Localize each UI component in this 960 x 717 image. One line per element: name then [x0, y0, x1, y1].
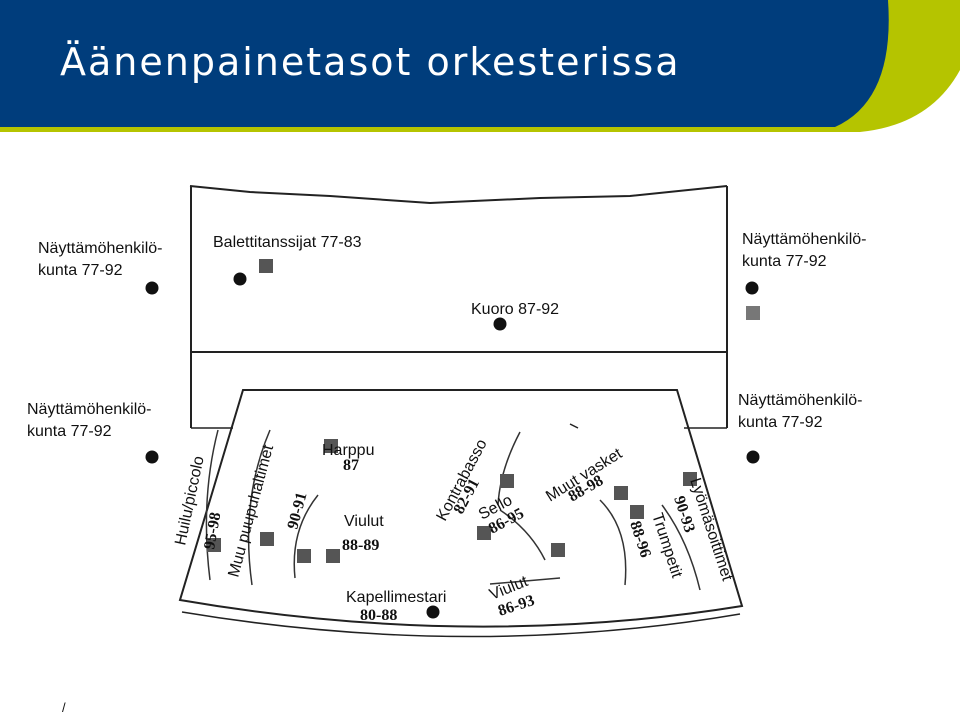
pit-left-crew-label-2: kunta 77-92 — [27, 423, 112, 440]
section-line-violins2 — [489, 577, 561, 585]
section-line-cello — [499, 509, 546, 561]
header-blue-band — [0, 0, 889, 127]
measurement-square — [683, 472, 697, 486]
pit-arrow-mark — [569, 423, 579, 429]
stage-left-crew-label-1: Näyttämöhenkilö- — [38, 240, 163, 257]
flute-label: Huilu/piccolo — [172, 454, 208, 546]
pit-rail — [181, 611, 741, 638]
measurement-dot — [145, 450, 159, 464]
section-line-violins1 — [293, 494, 319, 579]
measurement-square — [259, 259, 273, 273]
measurement-square — [551, 543, 565, 557]
page-title: Äänenpainetasot orkesterissa — [60, 40, 681, 84]
measurement-square — [477, 526, 491, 540]
measurement-dot — [233, 272, 247, 286]
woodwind-label: Muu puupuhaltimet — [225, 443, 277, 579]
pit-right-crew-label-1: Näyttämöhenkilö- — [738, 392, 863, 409]
conductor-label: Kapellimestari — [346, 589, 446, 606]
ballet-label: Balettitanssijat 77-83 — [213, 234, 362, 251]
pit-right-crew-label-2: kunta 77-92 — [738, 414, 823, 431]
trumpets-value: 88-96 — [626, 519, 654, 560]
measurement-square — [746, 306, 760, 320]
section-line-percussion — [661, 504, 701, 591]
header-banner: Äänenpainetasot orkesterissa — [0, 0, 960, 140]
measurement-dot — [746, 450, 760, 464]
stage-right-crew-label-2: kunta 77-92 — [742, 253, 827, 270]
stage-back-edge — [189, 185, 728, 205]
flute-value: 95-98 — [201, 511, 224, 551]
violins1-label: Viulut — [344, 513, 384, 530]
measurement-square — [500, 474, 514, 488]
pit-left-crew-label-1: Näyttämöhenkilö- — [27, 401, 152, 418]
measurement-square — [260, 532, 274, 546]
orchestra-pit-outline — [178, 389, 744, 628]
measurement-dot — [145, 281, 159, 295]
harp-label: Harppu — [322, 442, 374, 459]
stage-right-crew-label-1: Näyttämöhenkilö- — [742, 231, 867, 248]
measurement-square — [207, 538, 221, 552]
header-background — [0, 0, 960, 132]
stage-left-crew-label-2: kunta 77-92 — [38, 262, 123, 279]
section-line-contrabass — [497, 431, 521, 506]
slide-footer: / — [62, 700, 66, 715]
measurement-square — [614, 486, 628, 500]
harp-value: 87 — [343, 457, 359, 474]
measurement-square — [324, 439, 338, 453]
measurement-dot — [745, 281, 759, 295]
measurement-dot — [493, 317, 507, 331]
section-line-brass — [599, 499, 627, 586]
section-line-woodwind — [247, 429, 271, 586]
choir-label: Kuoro 87-92 — [471, 301, 559, 318]
measurement-dot — [426, 605, 440, 619]
measurement-square — [297, 549, 311, 563]
violins1-value: 88-89 — [342, 537, 379, 554]
measurement-square — [630, 505, 644, 519]
measurement-square — [326, 549, 340, 563]
section-line-flute — [205, 429, 219, 581]
conductor-value: 80-88 — [360, 607, 397, 624]
